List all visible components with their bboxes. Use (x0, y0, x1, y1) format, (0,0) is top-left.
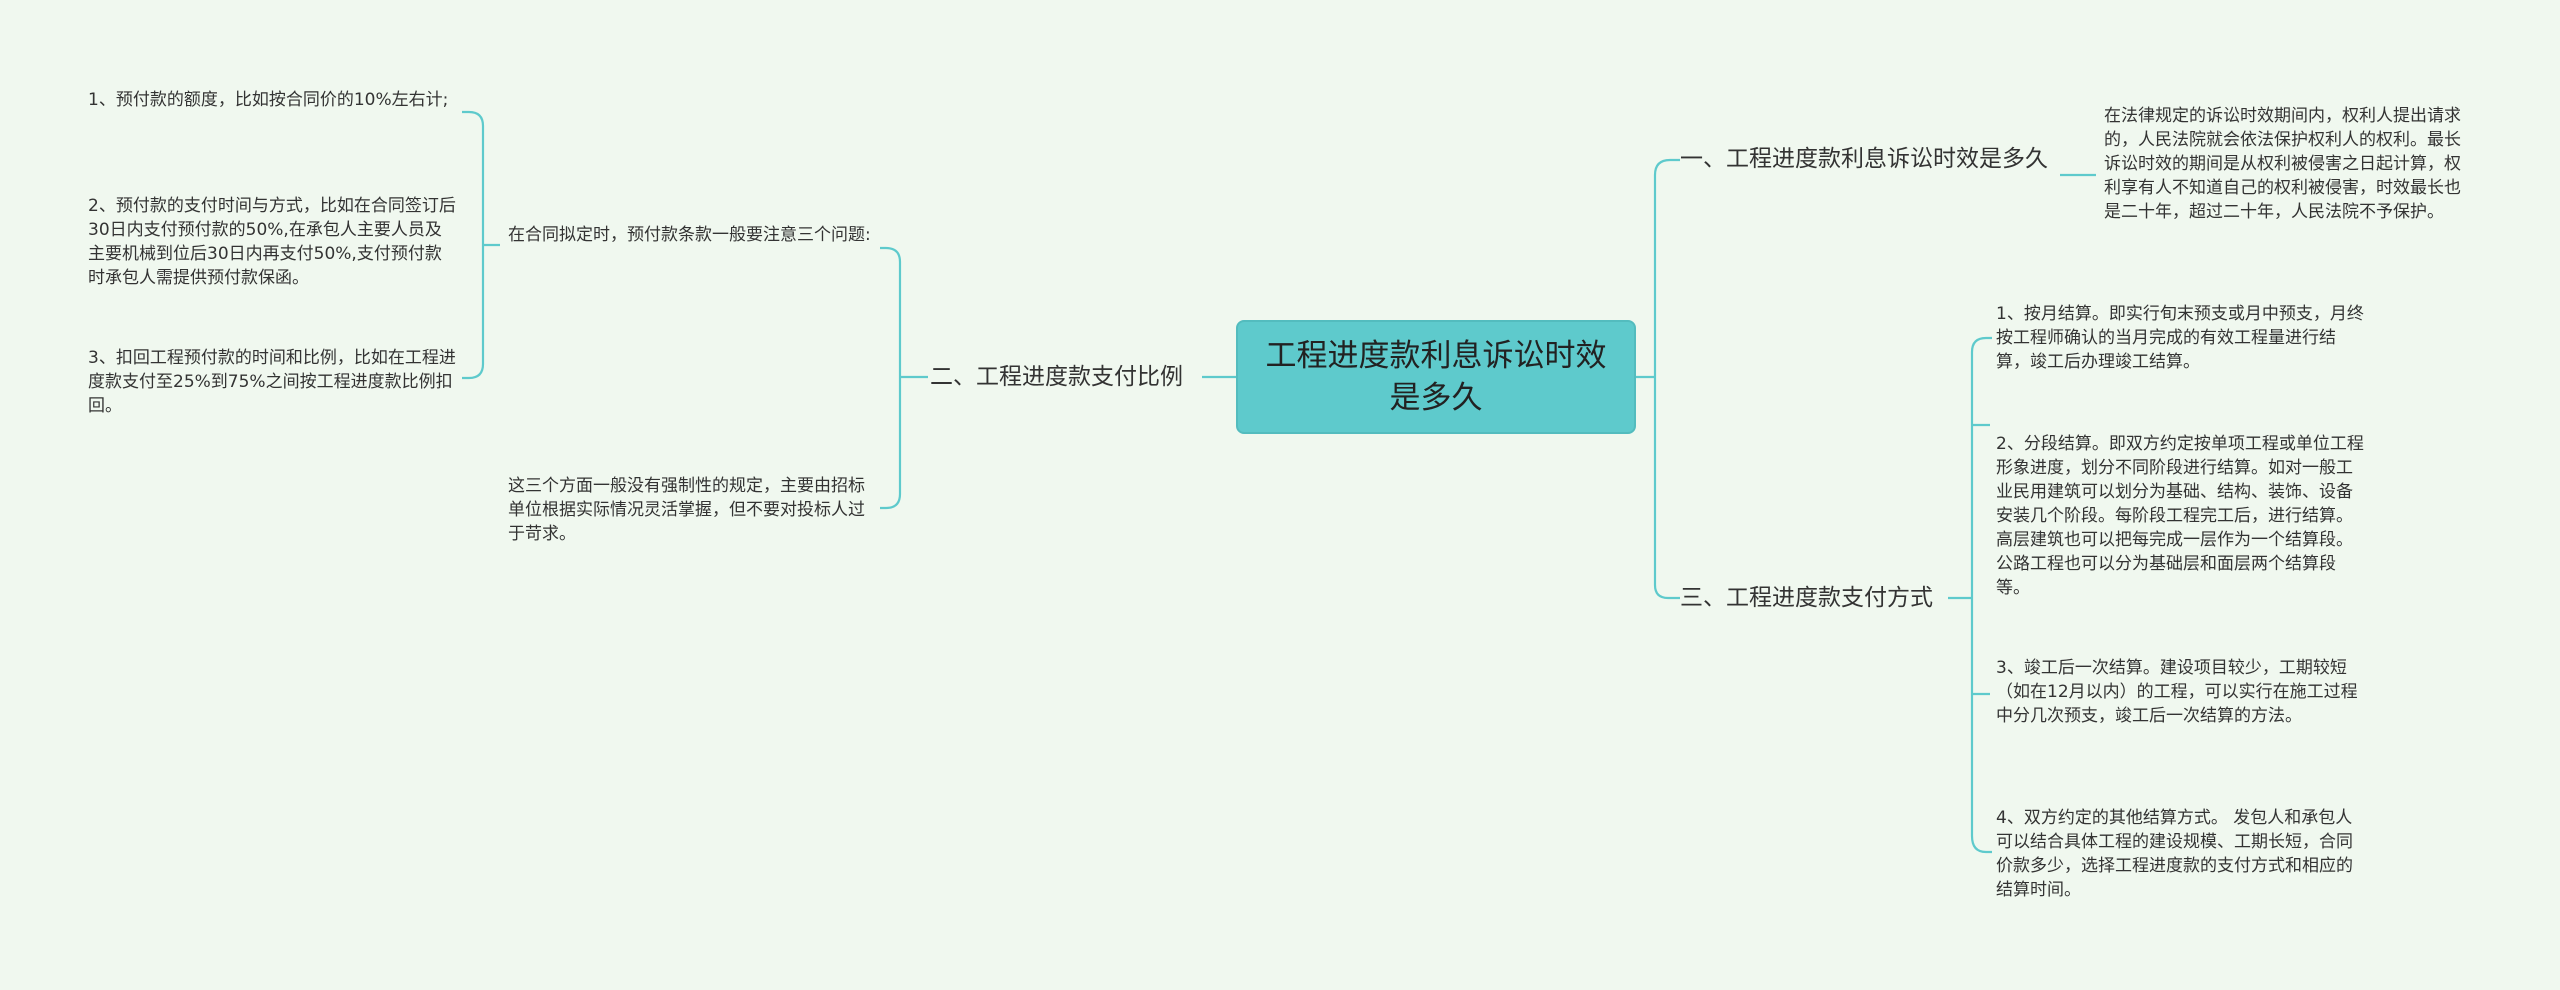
leaf-text: 在法律规定的诉讼时效期间内，权利人提出请求的，人民法院就会依法保护权利人的权利。… (2104, 106, 2461, 222)
branch-label: 三、工程进度款支付方式 (1680, 585, 1933, 611)
branch-label: 一、工程进度款利息诉讼时效是多久 (1680, 146, 2048, 172)
central-topic-label: 工程进度款利息诉讼时效是多久 (1265, 338, 1607, 416)
leaf-staged-settlement[interactable]: 2、分段结算。即双方约定按单项工程或单位工程形象进度，划分不同阶段进行结算。如对… (1996, 432, 2368, 600)
leaf-text: 2、分段结算。即双方约定按单项工程或单位工程形象进度，划分不同阶段进行结算。如对… (1996, 434, 2364, 598)
leaf-prepay-deduction[interactable]: 3、扣回工程预付款的时间和比例，比如在工程进度款支付至25%到75%之间按工程进… (88, 346, 458, 418)
branch-payment-ratio[interactable]: 二、工程进度款支付比例 (930, 360, 1183, 394)
leaf-text: 4、双方约定的其他结算方式。 发包人和承包人可以结合具体工程的建设规模、工期长短… (1996, 808, 2353, 900)
leaf-text: 1、预付款的额度，比如按合同价的10%左右计; (88, 90, 449, 110)
leaf-text: 在合同拟定时，预付款条款一般要注意三个问题: (508, 225, 871, 245)
leaf-no-mandatory-rules[interactable]: 这三个方面一般没有强制性的规定，主要由招标单位根据实际情况灵活掌握，但不要对投标… (508, 474, 880, 546)
central-topic[interactable]: 工程进度款利息诉讼时效是多久 (1236, 320, 1636, 434)
leaf-text: 1、按月结算。即实行旬末预支或月中预支，月终按工程师确认的当月完成的有效工程量进… (1996, 304, 2364, 372)
leaf-text: 2、预付款的支付时间与方式，比如在合同签订后30日内支付预付款的50%,在承包人… (88, 196, 456, 288)
branch-payment-method[interactable]: 三、工程进度款支付方式 (1680, 581, 1933, 615)
leaf-text: 3、竣工后一次结算。建设项目较少，工期较短（如在12月以内）的工程，可以实行在施… (1996, 658, 2358, 726)
branch-label: 二、工程进度款支付比例 (930, 364, 1183, 390)
leaf-text: 这三个方面一般没有强制性的规定，主要由招标单位根据实际情况灵活掌握，但不要对投标… (508, 476, 865, 544)
leaf-contract-issues[interactable]: 在合同拟定时，预付款条款一般要注意三个问题: (508, 223, 880, 247)
leaf-monthly-settlement[interactable]: 1、按月结算。即实行旬末预支或月中预支，月终按工程师确认的当月完成的有效工程量进… (1996, 302, 2368, 374)
leaf-prepay-amount[interactable]: 1、预付款的额度，比如按合同价的10%左右计; (88, 88, 458, 112)
leaf-limitation-detail[interactable]: 在法律规定的诉讼时效期间内，权利人提出请求的，人民法院就会依法保护权利人的权利。… (2104, 104, 2476, 224)
leaf-text: 3、扣回工程预付款的时间和比例，比如在工程进度款支付至25%到75%之间按工程进… (88, 348, 456, 416)
leaf-other-settlement[interactable]: 4、双方约定的其他结算方式。 发包人和承包人可以结合具体工程的建设规模、工期长短… (1996, 806, 2368, 902)
branch-interest-limitation[interactable]: 一、工程进度款利息诉讼时效是多久 (1680, 142, 2060, 176)
leaf-one-time-settlement[interactable]: 3、竣工后一次结算。建设项目较少，工期较短（如在12月以内）的工程，可以实行在施… (1996, 656, 2368, 728)
leaf-prepay-timing[interactable]: 2、预付款的支付时间与方式，比如在合同签订后30日内支付预付款的50%,在承包人… (88, 194, 458, 290)
